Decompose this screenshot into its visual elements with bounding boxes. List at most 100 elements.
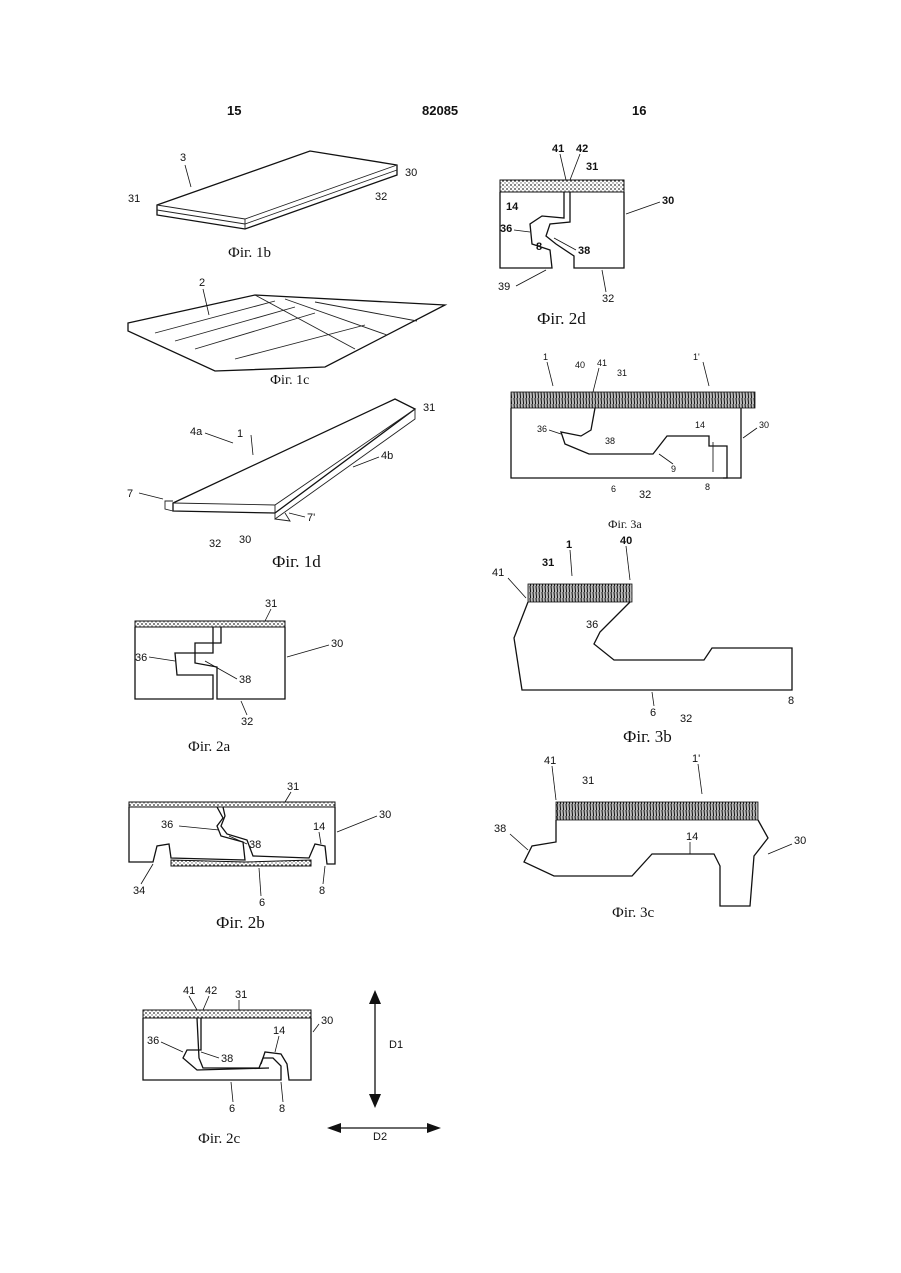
right-page-number: 16 xyxy=(632,103,646,118)
label-30: 30 xyxy=(405,167,417,179)
leader-7-prime xyxy=(289,513,305,517)
leader-2 xyxy=(203,289,209,315)
leader-30 xyxy=(337,816,377,832)
leader-41 xyxy=(508,578,526,598)
label-14: 14 xyxy=(506,201,519,213)
patent-number: 82085 xyxy=(422,103,458,118)
label-36: 36 xyxy=(147,1035,159,1047)
label-4b: 4b xyxy=(381,450,393,462)
right-panel-edge xyxy=(723,408,741,478)
surface-layer-31 xyxy=(129,802,335,807)
leader-14 xyxy=(319,832,321,844)
leader-36 xyxy=(149,657,175,661)
label-7-prime: 7' xyxy=(307,512,315,524)
figure-3c: 41 31 1' 38 14 30 xyxy=(490,750,820,910)
leader-36 xyxy=(549,430,561,434)
arrow-d2-head-right xyxy=(427,1123,441,1133)
caption-fig-1b: Фіг. 1b xyxy=(228,245,271,262)
leader-30 xyxy=(626,202,660,214)
carpet-surface-31 xyxy=(528,584,632,602)
label-32: 32 xyxy=(375,191,387,203)
leader-39 xyxy=(516,270,546,286)
leader-6 xyxy=(652,692,654,706)
leader-1 xyxy=(570,550,572,576)
label-41: 41 xyxy=(544,755,556,767)
label-6: 6 xyxy=(259,897,265,909)
label-38: 38 xyxy=(221,1053,233,1065)
label-30: 30 xyxy=(239,534,251,546)
panel-outline xyxy=(173,399,415,513)
label-30: 30 xyxy=(662,195,674,207)
leader-14 xyxy=(275,1036,279,1052)
leader-1-prime xyxy=(698,764,702,794)
leader-31 xyxy=(285,792,291,802)
label-1: 1 xyxy=(237,428,243,440)
caption-fig-2d: Фіг. 2d xyxy=(537,309,586,329)
label-1-prime: 1' xyxy=(692,753,700,765)
leader-8 xyxy=(323,866,325,884)
surface-layer-31 xyxy=(135,621,285,627)
figure-1d: 1 4a 31 4b 7 7' 32 30 xyxy=(125,393,445,553)
label-34: 34 xyxy=(133,885,145,897)
label-32: 32 xyxy=(639,489,651,501)
surface-layer-31 xyxy=(143,1010,311,1018)
plank-seam xyxy=(315,302,417,321)
label-14: 14 xyxy=(313,821,325,833)
figure-3a: 1 40 41 31 1' 36 38 14 30 9 6 32 8 xyxy=(495,350,805,510)
label-41: 41 xyxy=(492,567,504,579)
label-31: 31 xyxy=(287,781,299,793)
leader-41 xyxy=(552,766,556,800)
figure-1b: 3 30 31 32 xyxy=(125,145,425,245)
caption-fig-3c: Фіг. 3c xyxy=(612,905,654,922)
label-31: 31 xyxy=(235,989,247,1001)
label-42: 42 xyxy=(205,985,217,997)
label-1-prime: 1' xyxy=(693,352,700,362)
label-14: 14 xyxy=(695,420,705,430)
label-32: 32 xyxy=(602,293,614,305)
arrow-d1-head-up xyxy=(369,990,381,1004)
panel-profile xyxy=(524,820,768,906)
leader-8 xyxy=(281,1082,283,1102)
label-1: 1 xyxy=(566,539,572,551)
label-31: 31 xyxy=(617,368,627,378)
label-31: 31 xyxy=(542,557,554,569)
panel-outline xyxy=(157,151,397,229)
caption-fig-3b: Фіг. 3b xyxy=(623,727,672,747)
label-6: 6 xyxy=(650,707,656,719)
label-6: 6 xyxy=(611,484,616,494)
label-36: 36 xyxy=(537,424,547,434)
surface-layer-31 xyxy=(500,180,624,192)
leader-1-prime xyxy=(703,362,709,386)
label-38: 38 xyxy=(249,839,261,851)
label-40: 40 xyxy=(575,360,585,370)
arrow-d2-head-left xyxy=(327,1123,341,1133)
label-31: 31 xyxy=(582,775,594,787)
leader-36 xyxy=(514,230,530,232)
leader-1 xyxy=(251,435,253,455)
label-d2: D2 xyxy=(373,1131,387,1143)
label-8: 8 xyxy=(319,885,325,897)
leader-41 xyxy=(189,996,197,1010)
figure-2a: 31 30 36 38 32 xyxy=(125,595,365,735)
leader-41 xyxy=(560,154,566,180)
label-8: 8 xyxy=(279,1103,285,1115)
label-39: 39 xyxy=(498,281,510,293)
leader-7 xyxy=(139,493,163,499)
leader-38 xyxy=(554,238,576,250)
figure-1c: 2 xyxy=(125,275,445,375)
label-31: 31 xyxy=(423,402,435,414)
label-30: 30 xyxy=(331,638,343,650)
label-36: 36 xyxy=(586,619,598,631)
leader-38 xyxy=(510,834,528,850)
label-38: 38 xyxy=(239,674,251,686)
label-30: 30 xyxy=(759,420,769,430)
label-4a: 4a xyxy=(190,426,203,438)
leader-30 xyxy=(743,428,757,438)
leader-32 xyxy=(602,270,606,292)
label-14: 14 xyxy=(686,831,698,843)
carpet-surface-31 xyxy=(556,802,758,820)
plank-seam xyxy=(235,325,365,359)
left-panel-profile xyxy=(143,1018,281,1080)
label-8: 8 xyxy=(705,482,710,492)
figure-2b: 31 30 36 38 14 34 6 8 xyxy=(125,780,405,910)
